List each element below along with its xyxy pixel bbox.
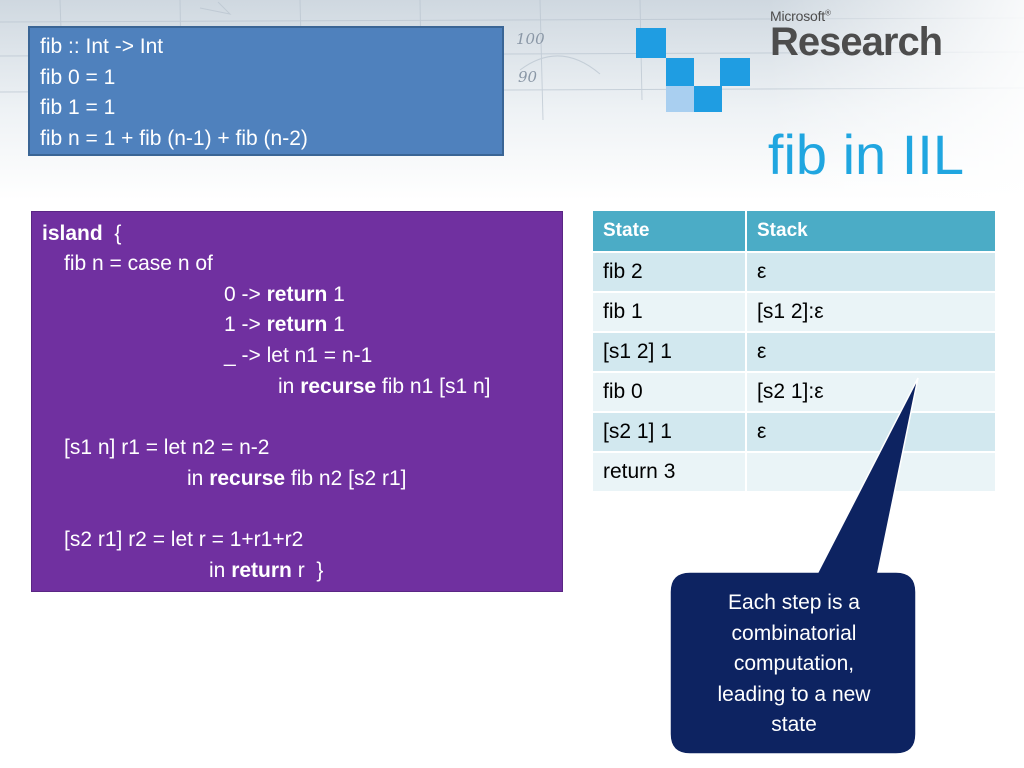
table-row: fib 1 [s1 2]:ε bbox=[591, 291, 997, 333]
callout-text: Each step is a combinatorial computation… bbox=[676, 588, 912, 741]
keyword-return: return bbox=[266, 313, 328, 336]
haskell-line: fib n = 1 + fib (n-1) + fib (n-2) bbox=[40, 126, 308, 150]
state-cell: [s1 2] 1 bbox=[591, 331, 747, 373]
logo-square bbox=[666, 58, 694, 86]
state-cell: fib 0 bbox=[591, 371, 747, 413]
code-line: _ -> let n1 = n-1 bbox=[224, 344, 373, 367]
logo-square bbox=[694, 86, 722, 112]
callout-line: combinatorial bbox=[731, 621, 857, 645]
state-stack-table: State Stack fib 2 ε fib 1 [s1 2]:ε [s1 2… bbox=[591, 209, 997, 493]
state-cell: fib 1 bbox=[591, 291, 747, 333]
keyword-return: return bbox=[266, 283, 328, 306]
microsoft-research-logo: Microsoft® Research bbox=[770, 8, 943, 64]
stack-cell: ε bbox=[745, 411, 997, 453]
code-line: in recurse fib n1 [s1 n] bbox=[278, 375, 491, 398]
code-line: in recurse fib n2 [s2 r1] bbox=[187, 467, 407, 490]
code-line: [s1 n] r1 = let n2 = n-2 bbox=[64, 436, 270, 459]
sketch-label-90: 90 bbox=[518, 68, 538, 86]
callout-line: computation, bbox=[733, 652, 855, 675]
code-line: fib n = case n of bbox=[64, 252, 213, 275]
stack-cell: [s2 1]:ε bbox=[745, 371, 997, 413]
callout-line: leading to a new bbox=[717, 682, 871, 706]
callout-line: Each step is a bbox=[728, 591, 860, 614]
state-cell: return 3 bbox=[591, 451, 747, 493]
stack-cell: ε bbox=[745, 251, 997, 293]
table-row: fib 0 [s2 1]:ε bbox=[591, 371, 997, 413]
code-line: [s2 r1] r2 = let r = 1+r1+r2 bbox=[64, 528, 304, 551]
sketch-label-100: 100 bbox=[516, 30, 545, 48]
table-row: fib 2 ε bbox=[591, 251, 997, 293]
column-header-stack: Stack bbox=[745, 209, 997, 253]
state-cell: fib 2 bbox=[591, 251, 747, 293]
logo-research: Research bbox=[770, 20, 943, 64]
table-row: [s2 1] 1 ε bbox=[591, 411, 997, 453]
logo-square bbox=[666, 86, 694, 112]
logo-square bbox=[720, 58, 750, 86]
code-line: in return r } bbox=[209, 559, 324, 582]
code-line: island { bbox=[42, 222, 122, 245]
callout-line: state bbox=[771, 713, 817, 736]
state-cell: [s2 1] 1 bbox=[591, 411, 747, 453]
logo-trademark: ® bbox=[825, 8, 831, 18]
stack-cell: ε bbox=[745, 331, 997, 373]
table-header-row: State Stack bbox=[591, 209, 997, 253]
haskell-line: fib 0 = 1 bbox=[40, 65, 116, 89]
keyword-recurse: recurse bbox=[300, 375, 377, 398]
table-row: [s1 2] 1 ε bbox=[591, 331, 997, 373]
haskell-line: fib :: Int -> Int bbox=[40, 35, 164, 58]
keyword-return: return bbox=[231, 559, 292, 582]
logo-microsoft: Microsoft bbox=[770, 8, 825, 24]
column-header-state: State bbox=[591, 209, 747, 253]
island-code-box: island { fib n = case n of 0 -> return 1… bbox=[31, 211, 563, 592]
haskell-definition-box: fib :: Int -> Int fib 0 = 1 fib 1 = 1 fi… bbox=[28, 26, 504, 156]
slide-title: fib in IIL bbox=[767, 123, 964, 186]
code-line: 1 -> return 1 bbox=[224, 313, 345, 336]
code-line: 0 -> return 1 bbox=[224, 283, 345, 306]
keyword-recurse: recurse bbox=[209, 467, 286, 490]
keyword-island: island bbox=[42, 222, 103, 245]
haskell-line: fib 1 = 1 bbox=[40, 96, 116, 119]
stack-cell: [s1 2]:ε bbox=[745, 291, 997, 333]
logo-square bbox=[636, 28, 666, 58]
